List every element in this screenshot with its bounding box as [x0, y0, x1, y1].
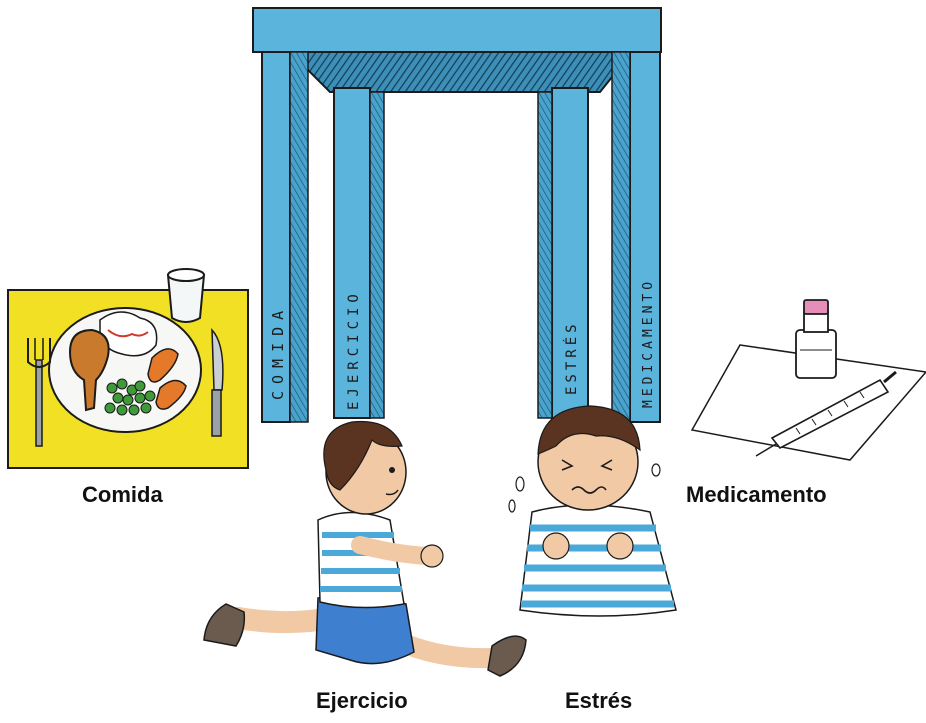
table-underside: [290, 52, 632, 92]
plate-icon: [49, 308, 201, 432]
leg-label-ejercicio: EJERCICIO: [346, 289, 362, 410]
caption-medicamento: Medicamento: [686, 482, 827, 508]
shoe: [488, 636, 526, 676]
shoe: [204, 604, 244, 646]
caption-estres: Estrés: [565, 688, 632, 714]
leg-label-comida: COMIDA: [269, 304, 287, 400]
leg-label-medicamento: MEDICAMENTO: [641, 278, 656, 408]
stressed-boy-illustration: [509, 406, 676, 616]
striped-shirt: [520, 505, 676, 616]
food-placemat-illustration: [8, 269, 248, 468]
running-boy-illustration: [204, 422, 526, 677]
glass-icon: [168, 269, 204, 322]
table-top: [253, 8, 661, 52]
bottle-icon: [796, 300, 836, 378]
table: COMIDA EJERCICIO ESTRÉS MEDICAMENTO: [253, 8, 661, 422]
leg-label-estres: ESTRÉS: [563, 320, 580, 395]
caption-ejercicio: Ejercicio: [316, 688, 408, 714]
caption-comida: Comida: [82, 482, 163, 508]
medication-illustration: [692, 300, 926, 460]
